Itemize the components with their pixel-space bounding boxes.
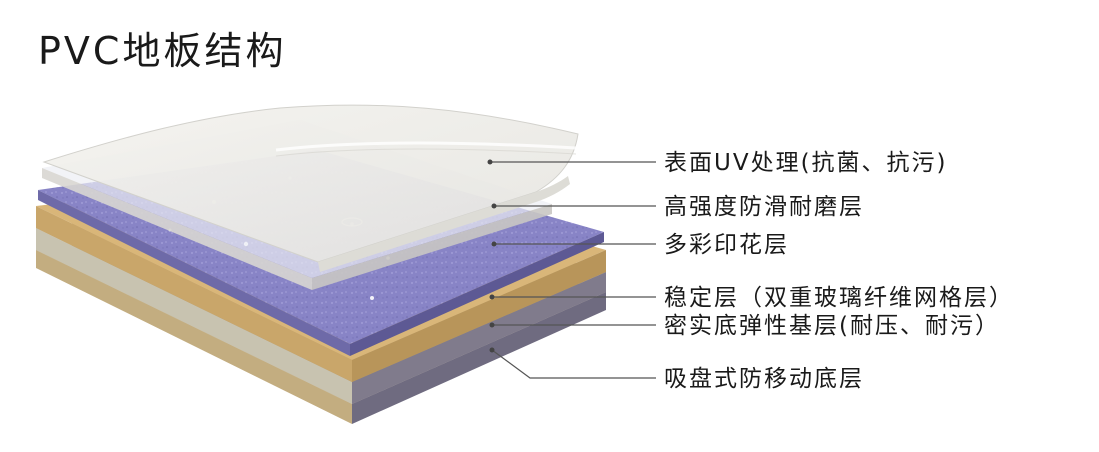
leader-dot-uv [487,159,493,165]
leader-dots [487,159,497,353]
leader-dot-elastic [489,322,495,328]
layer-label-stable: 稳定层（双重玻璃纤维网格层） [664,285,1014,311]
layer-label-wear: 高强度防滑耐磨层 [664,194,864,220]
leader-dot-wear [491,203,497,209]
leader-line-bottom [491,349,656,379]
leader-dot-stable [489,294,495,300]
leader-dot-print [491,241,497,247]
uv-film-layer [42,104,579,272]
layer-label-print: 多彩印花层 [664,232,789,258]
layer-label-elastic: 密实底弹性基层(耐压、耐污） [664,313,1000,339]
layer-label-bottom: 吸盘式防移动底层 [664,366,864,392]
leader-lines [490,161,656,379]
page-title: PVC地板结构 [38,29,287,73]
leader-dot-bottom [489,347,495,353]
layer-label-uv: 表面UV处理(抗菌、抗污) [664,150,948,176]
